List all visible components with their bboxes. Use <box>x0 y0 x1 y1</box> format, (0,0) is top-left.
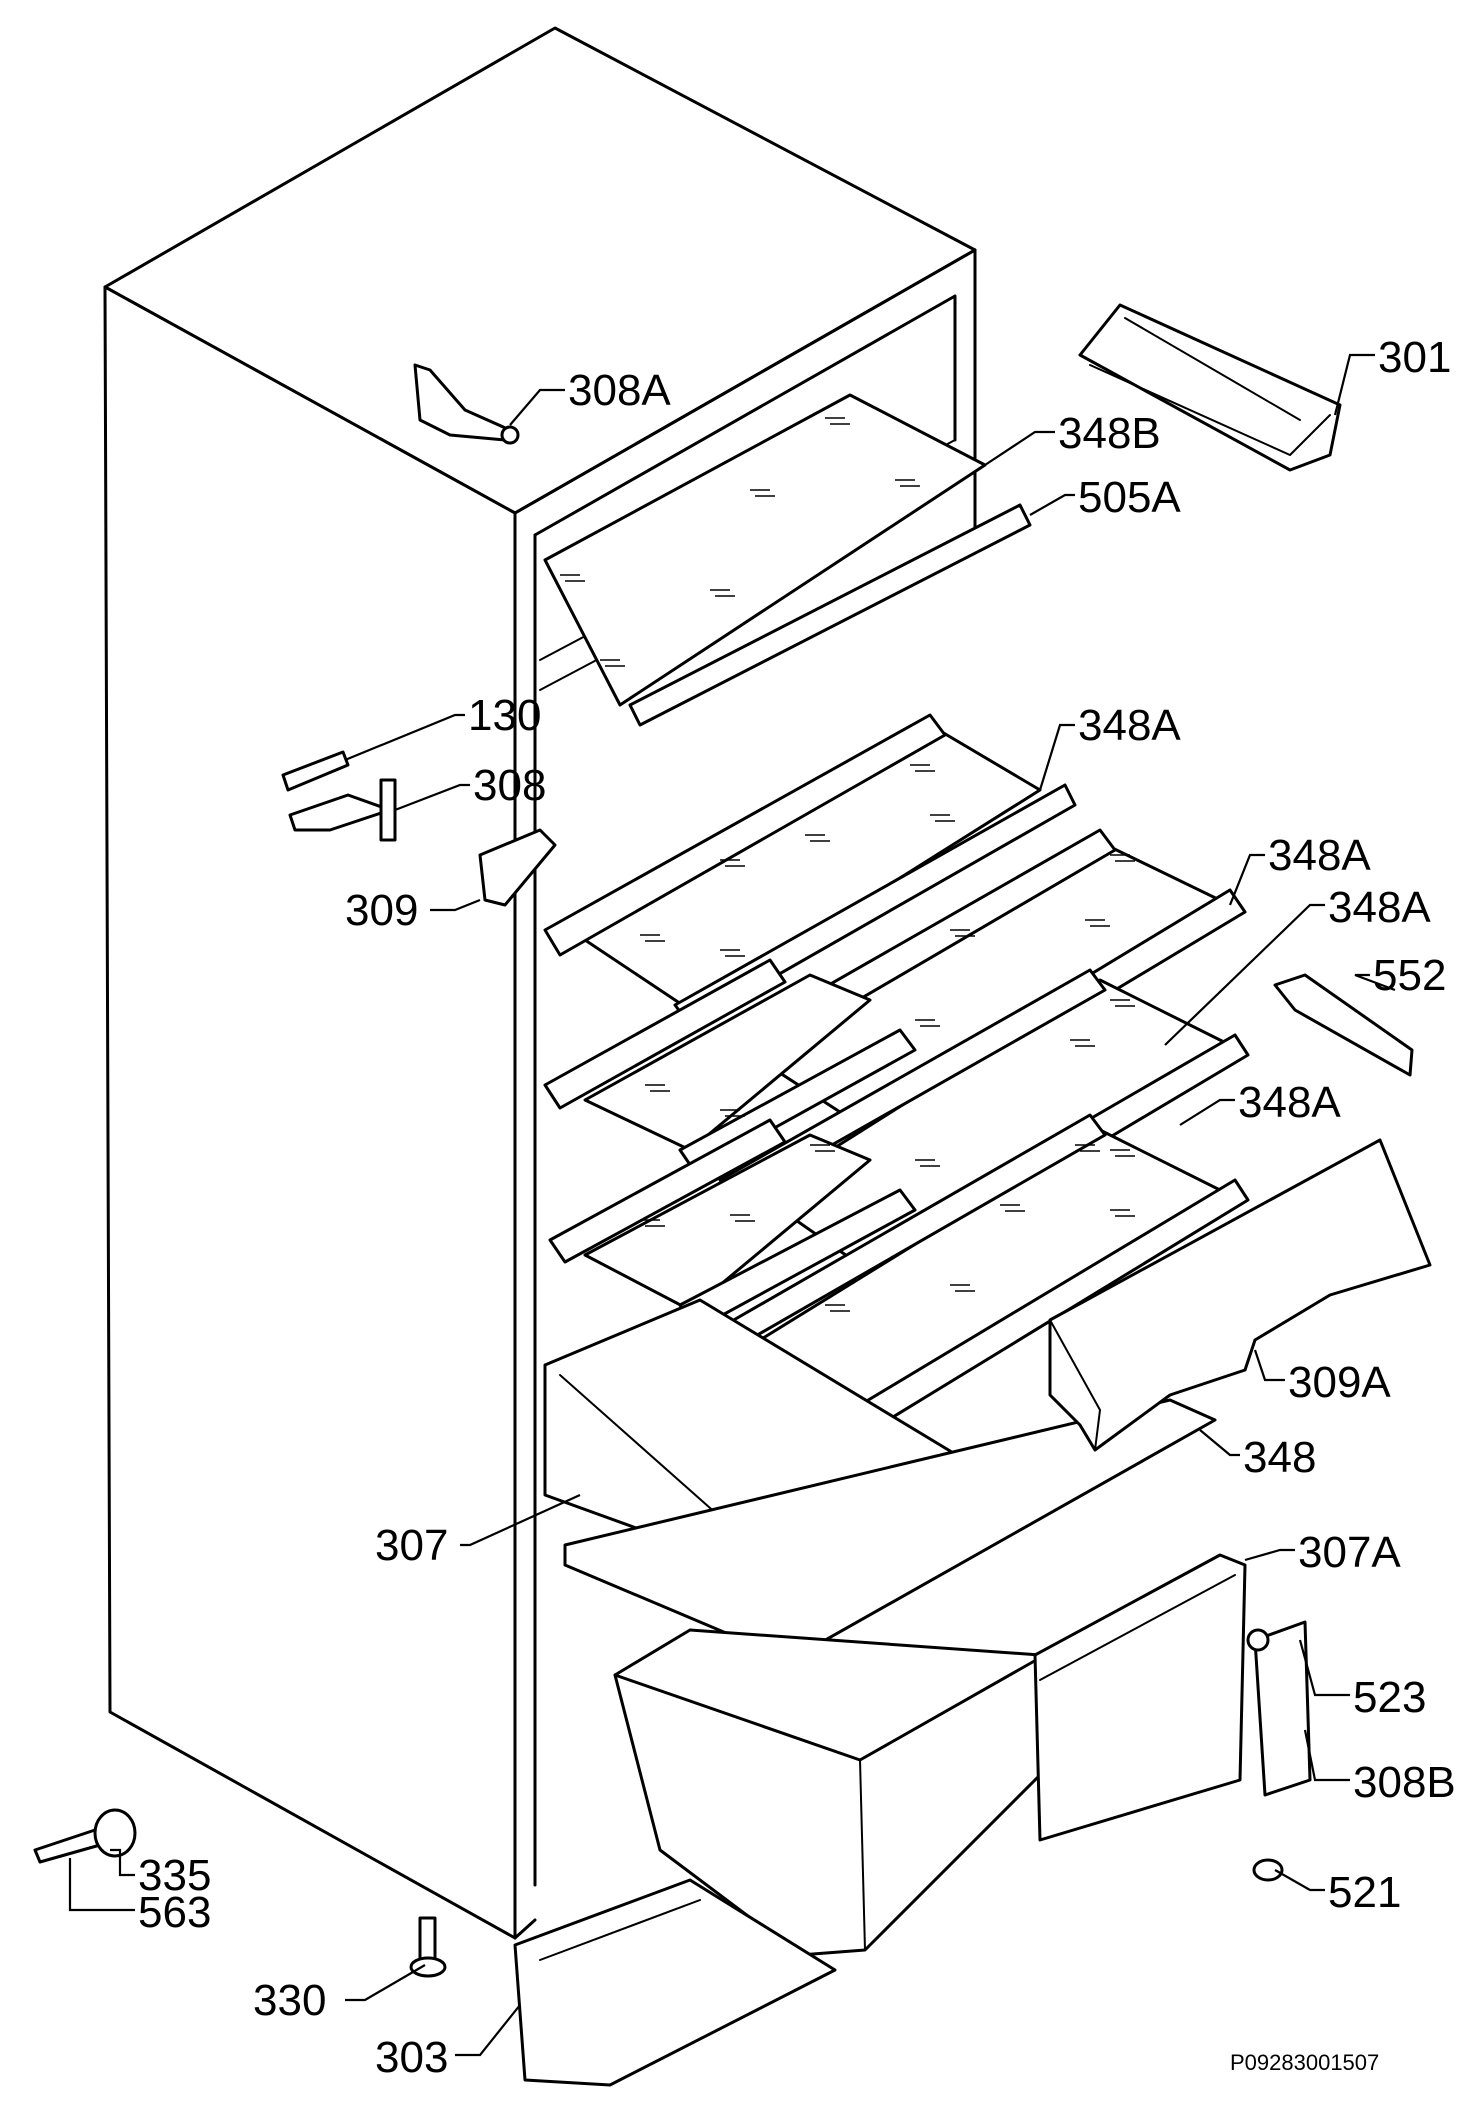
plinth-303 <box>513 1878 837 2087</box>
label-348A-top: 348A <box>1078 701 1181 750</box>
foot-521 <box>1252 1858 1284 1882</box>
hinge-308A <box>413 363 520 445</box>
label-335: 335 <box>138 1851 211 1900</box>
hinge-308B-523 <box>1246 1620 1312 1797</box>
label-307: 307 <box>375 1521 448 1570</box>
label-348: 348 <box>1243 1433 1316 1482</box>
cover-309A <box>1048 1138 1432 1452</box>
screw-330 <box>409 1916 447 1978</box>
label-309: 309 <box>345 886 418 935</box>
label-330: 330 <box>253 1976 326 2025</box>
bracket-309 <box>478 828 557 907</box>
label-348A-third: 348A <box>1328 883 1431 932</box>
vegetable-cover-348 <box>563 1398 1217 1662</box>
label-505A: 505A <box>1078 473 1181 522</box>
hinge-pin-308 <box>288 778 397 842</box>
label-303: 303 <box>375 2033 448 2082</box>
label-308: 308 <box>473 761 546 810</box>
glass-shelves <box>543 713 1250 1430</box>
label-309A: 309A <box>1288 1358 1391 1407</box>
label-523: 523 <box>1353 1673 1426 1722</box>
label-348A-fourth: 348A <box>1238 1078 1341 1127</box>
ice-tray-301 <box>1078 303 1342 472</box>
label-563: 563 <box>138 1888 211 1937</box>
part-552 <box>1273 973 1414 1077</box>
pin-563-335 <box>33 1808 137 1864</box>
label-552: 552 <box>1373 951 1446 1000</box>
callout-labels: 308A 301 348B 505A 130 348A 308 348A 309… <box>138 333 1456 2082</box>
diagram-reference-code: P09283001507 <box>1230 2050 1379 2075</box>
part-130 <box>281 750 350 792</box>
label-301: 301 <box>1378 333 1451 382</box>
crisper-bins-307A <box>613 1553 1247 1957</box>
label-348A-second: 348A <box>1268 831 1371 880</box>
label-130: 130 <box>468 691 541 740</box>
leader-lines <box>68 353 1396 2057</box>
label-308A: 308A <box>568 366 671 415</box>
label-308B: 308B <box>1353 1758 1456 1807</box>
label-521: 521 <box>1328 1868 1401 1917</box>
label-348B: 348B <box>1058 409 1161 458</box>
label-307A: 307A <box>1298 1528 1401 1577</box>
